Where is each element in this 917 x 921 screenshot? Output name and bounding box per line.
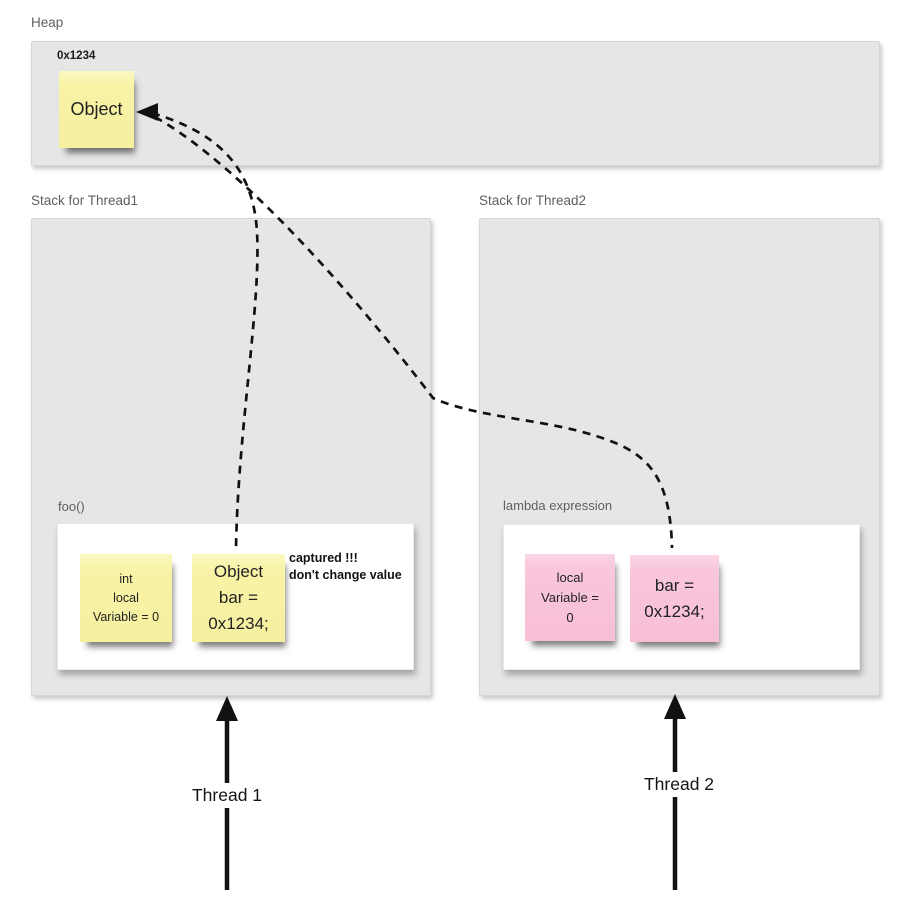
thread2-local-variable-note: local Variable = 0	[525, 554, 615, 641]
thread2-arrowhead-icon	[664, 694, 686, 719]
foo-frame-box: int local Variable = 0 Object bar = 0x12…	[57, 523, 414, 670]
heap-object-note-text: Object	[70, 99, 123, 119]
lambda-frame-label: lambda expression	[503, 498, 613, 513]
stack-thread2-section-label: Stack for Thread2	[479, 193, 587, 208]
heap-object-sticky-note: Object	[59, 71, 134, 148]
note-line: 0	[566, 609, 574, 625]
note-line: int	[119, 571, 133, 586]
note-line: Variable = 0	[92, 609, 160, 624]
captured-warning-annotation: captured !!! don't change value	[289, 550, 402, 584]
stack-thread1-section-label: Stack for Thread1	[31, 193, 139, 208]
thread1-local-variable-note: int local Variable = 0	[80, 554, 172, 642]
stack-thread2-container: lambda expression local Variable = 0 bar…	[479, 218, 880, 696]
stack-thread1-container: foo() int local Variable = 0 Object bar …	[31, 218, 431, 696]
foo-frame-label: foo()	[58, 499, 85, 514]
thread1-object-bar-note: Object bar = 0x1234;	[192, 554, 285, 642]
heap-address-label: 0x1234	[57, 50, 96, 62]
note-line: 0x1234;	[208, 614, 269, 633]
note-line: Object	[213, 562, 264, 581]
thread1-arrowhead-icon	[216, 696, 238, 721]
note-line: 0x1234;	[644, 601, 705, 621]
note-line: bar =	[218, 588, 259, 607]
heap-container: 0x1234 Object	[31, 41, 880, 166]
heap-section-label: Heap	[31, 15, 64, 30]
annotation-line: don't change value	[289, 568, 402, 582]
thread2-bar-note: bar = 0x1234;	[630, 555, 719, 642]
thread2-label: Thread 2	[638, 772, 720, 797]
note-line: local	[113, 590, 139, 605]
thread1-label: Thread 1	[186, 783, 268, 808]
note-line: local	[556, 569, 584, 585]
annotation-line: captured !!!	[289, 551, 358, 565]
note-line: Variable =	[541, 589, 599, 605]
lambda-frame-box: local Variable = 0 bar = 0x1234;	[503, 524, 860, 670]
note-line: bar =	[654, 575, 695, 595]
